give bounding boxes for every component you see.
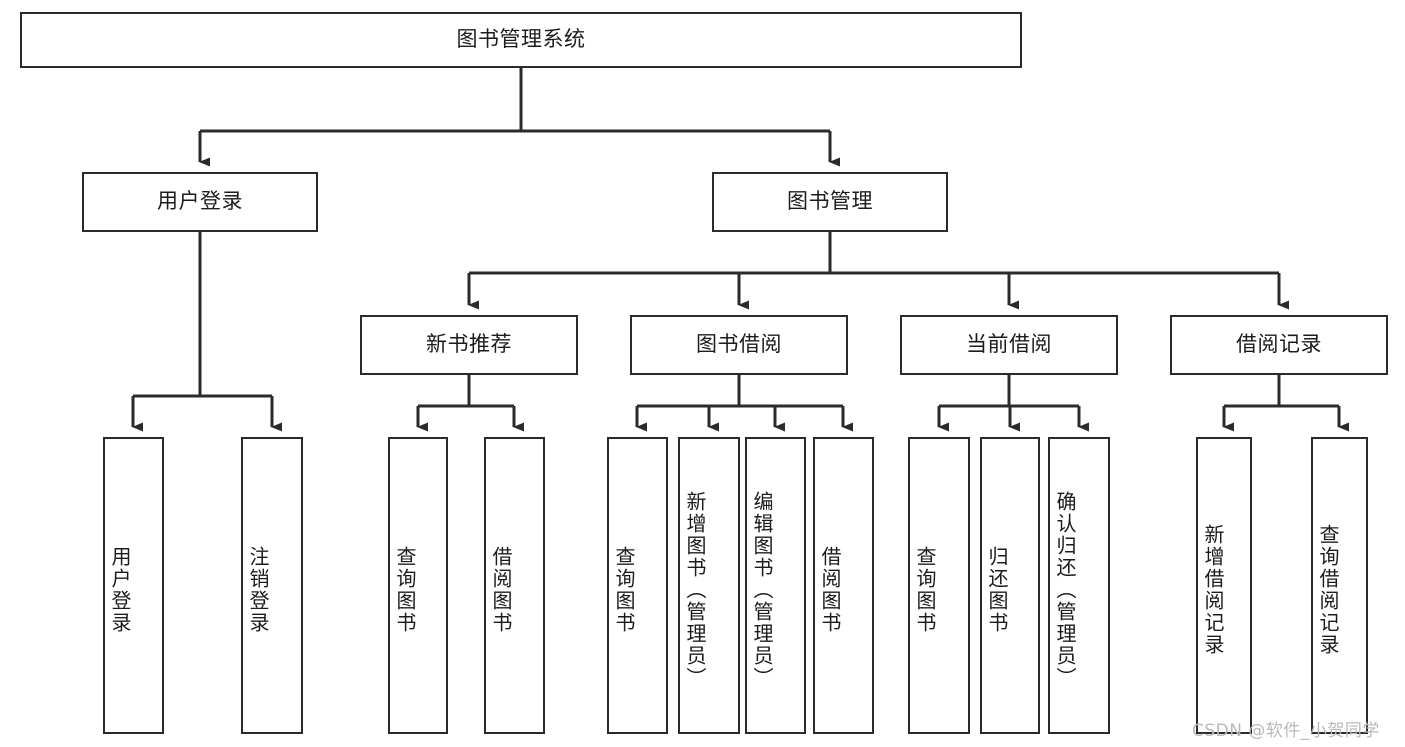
- node-label: 归还图书: [985, 545, 1009, 634]
- node-label: 借阅图书: [489, 545, 513, 634]
- node-label: 新增借阅记录: [1201, 523, 1225, 656]
- node-label: 借阅记录: [1236, 332, 1322, 357]
- node-book-manage[interactable]: 图书管理: [712, 172, 948, 232]
- node-label: 注销登录: [246, 545, 270, 634]
- node-label: 图书管理系统: [456, 27, 586, 52]
- leaf-edit-book[interactable]: 编辑图书（管理员）: [745, 437, 806, 734]
- leaf-query-book-3[interactable]: 查询图书: [908, 437, 970, 734]
- node-label: 查询图书: [913, 545, 937, 634]
- node-root-title[interactable]: 图书管理系统: [20, 12, 1022, 68]
- csdn-watermark: CSDN @软件_小贺同学: [1192, 721, 1380, 741]
- leaf-return-book[interactable]: 归还图书: [980, 437, 1040, 734]
- node-label: 新增图书（管理员）: [683, 490, 707, 689]
- node-label: 查询图书: [612, 545, 636, 634]
- node-label: 图书借阅: [696, 332, 782, 357]
- leaf-confirm-return[interactable]: 确认归还（管理员）: [1048, 437, 1110, 734]
- node-current-borrow[interactable]: 当前借阅: [900, 315, 1118, 375]
- leaf-borrow-book-2[interactable]: 借阅图书: [813, 437, 874, 734]
- node-label: 新书推荐: [426, 332, 512, 357]
- node-label: 编辑图书（管理员）: [750, 490, 774, 689]
- node-label: 用户登录: [157, 189, 243, 214]
- node-book-borrow[interactable]: 图书借阅: [630, 315, 848, 375]
- node-label: 确认归还（管理员）: [1053, 490, 1077, 689]
- leaf-logout[interactable]: 注销登录: [241, 437, 303, 734]
- leaf-add-book[interactable]: 新增图书（管理员）: [678, 437, 740, 734]
- node-borrow-record[interactable]: 借阅记录: [1170, 315, 1388, 375]
- leaf-add-record[interactable]: 新增借阅记录: [1196, 437, 1252, 734]
- leaf-query-record[interactable]: 查询借阅记录: [1311, 437, 1368, 734]
- node-user-login[interactable]: 用户登录: [82, 172, 318, 232]
- node-label: 当前借阅: [966, 332, 1052, 357]
- node-label: 查询图书: [393, 545, 417, 634]
- node-label: 查询借阅记录: [1316, 523, 1340, 656]
- node-new-book-rec[interactable]: 新书推荐: [360, 315, 578, 375]
- leaf-query-book-1[interactable]: 查询图书: [388, 437, 448, 734]
- leaf-user-login[interactable]: 用户登录: [103, 437, 164, 734]
- node-label: 借阅图书: [818, 545, 842, 634]
- leaf-borrow-book-1[interactable]: 借阅图书: [484, 437, 545, 734]
- node-label: 图书管理: [787, 189, 873, 214]
- leaf-query-book-2[interactable]: 查询图书: [607, 437, 668, 734]
- node-label: 用户登录: [108, 545, 132, 634]
